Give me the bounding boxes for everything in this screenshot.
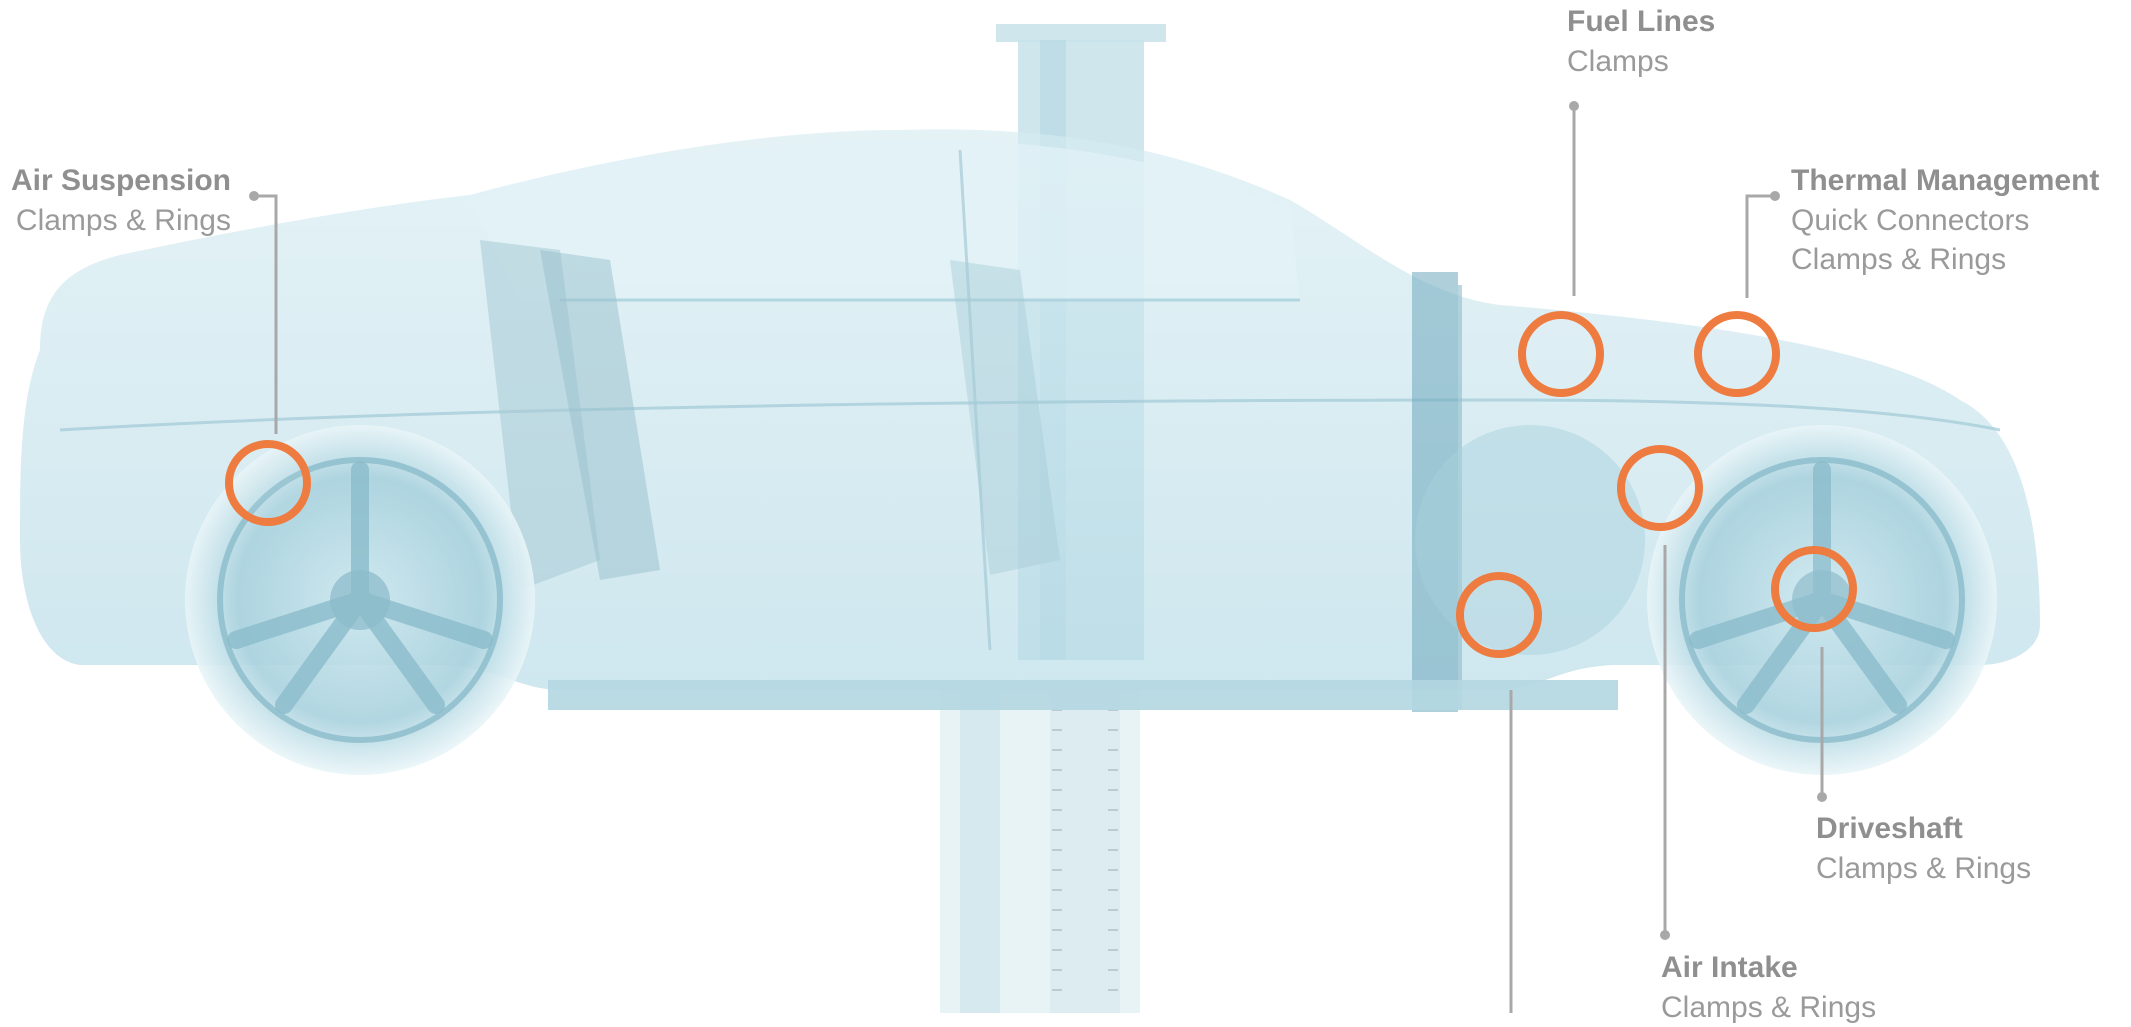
callout-title: Air Suspension — [10, 164, 231, 197]
leader-thermal-management — [1745, 194, 1775, 298]
callout-title: Air Intake — [1661, 951, 1798, 984]
callout-air-intake: Air Intake Clamps & Rings — [1661, 948, 1876, 1027]
callout-fuel-lines: Fuel Lines Clamps — [1567, 2, 1715, 81]
callout-title: Thermal Management — [1791, 164, 2100, 197]
callout-detail: Quick Connectors — [1791, 203, 2030, 237]
lift-post-bottom — [940, 690, 1140, 1013]
lift-platform — [548, 680, 1618, 710]
hotspot-underbody[interactable] — [1456, 572, 1542, 658]
leader-lines — [254, 106, 1824, 1013]
leader-dots — [249, 101, 1827, 940]
callout-title: Fuel Lines — [1567, 5, 1716, 38]
hotspot-air-intake[interactable] — [1617, 445, 1703, 531]
callout-detail: Clamps & Rings — [15, 203, 231, 237]
callout-air-suspension: Air Suspension Clamps & Rings — [11, 161, 231, 240]
callout-thermal-management: Thermal Management Quick Connectors Clam… — [1791, 161, 2099, 280]
hotspot-driveshaft[interactable] — [1771, 546, 1857, 632]
hotspot-thermal-management[interactable] — [1694, 311, 1780, 397]
callout-driveshaft: Driveshaft Clamps & Rings — [1816, 809, 2031, 888]
callout-detail: Clamps & Rings — [1816, 851, 2032, 885]
leader-air-suspension — [254, 194, 278, 434]
hotspot-fuel-lines[interactable] — [1518, 311, 1604, 397]
callout-title: Driveshaft — [1816, 812, 1963, 845]
callout-detail: Clamps — [1567, 44, 1669, 78]
hotspot-air-suspension[interactable] — [225, 440, 311, 526]
callout-detail: Clamps & Rings — [1661, 990, 1877, 1024]
callout-detail: Clamps & Rings — [1791, 243, 2007, 277]
